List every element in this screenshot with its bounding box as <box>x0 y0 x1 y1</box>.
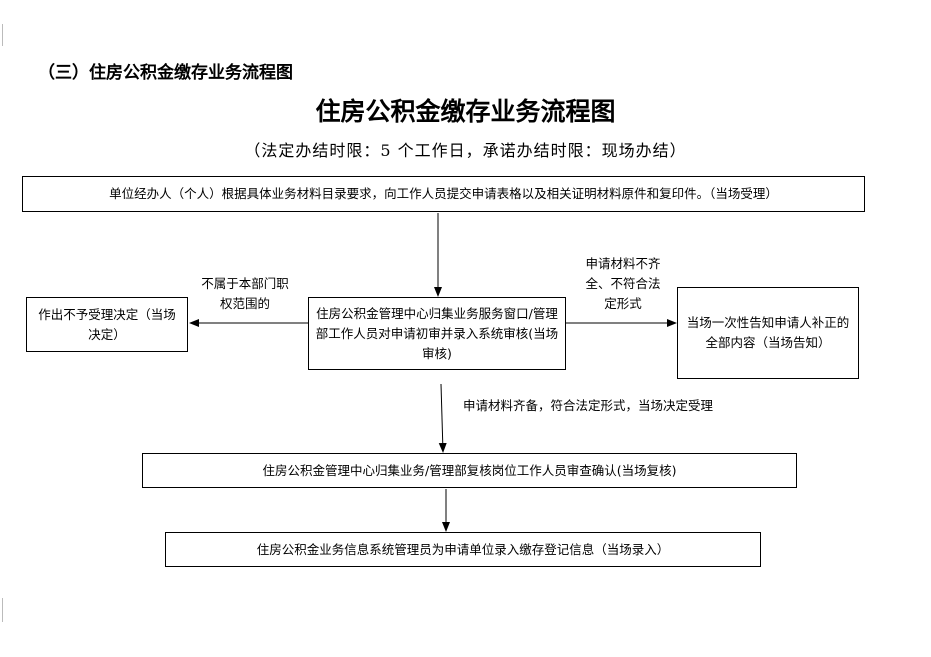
not-scope-label: 不属于本部门职权范围的 <box>200 274 290 314</box>
page-edge-mark-bottom <box>2 598 3 622</box>
review-box-text: 住房公积金管理中心归集业务服务窗口/管理部工作人员对申请初审并录入系统审核(当场… <box>315 305 559 361</box>
recheck-box: 住房公积金管理中心归集业务/管理部复核岗位工作人员审查确认(当场复核) <box>142 453 797 488</box>
page-title: 住房公积金缴存业务流程图 <box>315 97 616 126</box>
incomplete-label-text: 申请材料不齐全、不符合法定形式 <box>585 256 661 311</box>
complete-label: 申请材料齐备，符合法定形式，当场决定受理 <box>463 396 713 416</box>
notify-box-text: 当场一次性告知申请人补正的全部内容（当场告知） <box>686 315 850 350</box>
page-edge-mark-top <box>2 24 3 46</box>
notify-box: 当场一次性告知申请人补正的全部内容（当场告知） <box>677 287 859 379</box>
record-box-text: 住房公积金业务信息系统管理员为申请单位录入缴存登记信息（当场录入） <box>256 541 670 557</box>
submit-box: 单位经办人（个人）根据具体业务材料目录要求，向工作人员提交申请表格以及相关证明材… <box>22 176 865 212</box>
reject-box: 作出不予受理决定（当场决定） <box>26 297 188 352</box>
section-title: （三）住房公积金缴存业务流程图 <box>38 63 293 83</box>
complete-label-text: 申请材料齐备，符合法定形式，当场决定受理 <box>463 398 714 413</box>
not-scope-label-text: 不属于本部门职权范围的 <box>201 276 289 311</box>
record-box: 住房公积金业务信息系统管理员为申请单位录入缴存登记信息（当场录入） <box>165 532 761 567</box>
arrow-review-to-recheck <box>438 383 447 453</box>
submit-box-text: 单位经办人（个人）根据具体业务材料目录要求，向工作人员提交申请表格以及相关证明材… <box>109 186 778 201</box>
recheck-box-text: 住房公积金管理中心归集业务/管理部复核岗位工作人员审查确认(当场复核) <box>262 462 677 478</box>
incomplete-label: 申请材料不齐全、不符合法定形式 <box>583 254 663 314</box>
reject-box-text: 作出不予受理决定（当场决定） <box>38 306 176 342</box>
page-subtitle: （法定办结时限：5 个工作日，承诺办结时限：现场办结） <box>244 141 687 160</box>
review-box: 住房公积金管理中心归集业务服务窗口/管理部工作人员对申请初审并录入系统审核(当场… <box>308 297 566 370</box>
